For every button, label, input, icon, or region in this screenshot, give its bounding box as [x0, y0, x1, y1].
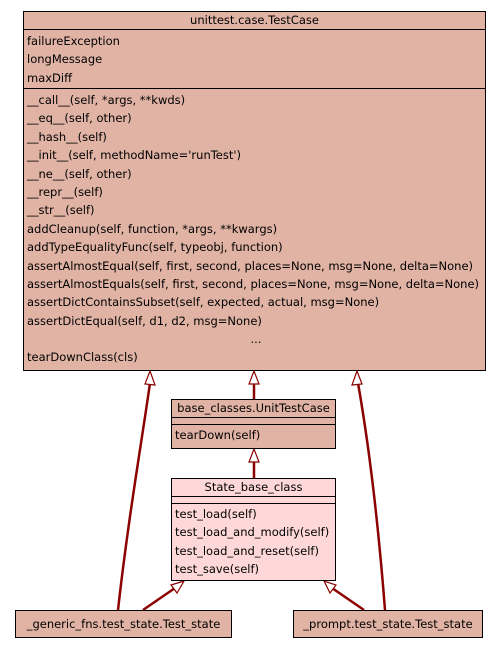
- method-section: tearDown(self): [172, 425, 335, 446]
- method: test_load(self): [175, 507, 257, 521]
- method: test_save(self): [175, 562, 260, 577]
- class-title: State_base_class: [172, 479, 335, 497]
- class-testcase[interactable]: unittest.case.TestCase failureException …: [23, 11, 486, 371]
- method: assertAlmostEquals(self, first, second, …: [27, 276, 480, 291]
- class-prompt-test-state[interactable]: _prompt.test_state.Test_state: [293, 610, 483, 638]
- arrowhead-prompt-testcase: [351, 369, 363, 386]
- method: __call__(self, *args, **kwds): [27, 93, 186, 107]
- attribute-section: failureException longMessage maxDiff: [24, 30, 485, 89]
- attribute-section: [172, 418, 335, 425]
- method-section: test_load(self) test_load_and_modify(sel…: [172, 504, 335, 581]
- class-state-base[interactable]: State_base_class test_load(self) test_lo…: [171, 478, 336, 581]
- method: __eq__(self, other): [27, 111, 132, 126]
- edge-prompt-to-testcase: [356, 382, 387, 611]
- method: __init__(self, methodName='runTest'): [27, 148, 242, 163]
- class-generic-test-state[interactable]: _generic_fns.test_state.Test_state: [15, 610, 232, 638]
- method: __hash__(self): [27, 129, 107, 144]
- method: tearDown(self): [175, 428, 261, 442]
- class-unittestcase[interactable]: base_classes.UnitTestCase tearDown(self): [171, 399, 336, 449]
- method: __ne__(self, other): [27, 166, 132, 181]
- class-title: unittest.case.TestCase: [24, 12, 485, 30]
- arrowhead-unittestcase-testcase: [248, 369, 260, 385]
- arrowhead-prompt-statebase: [322, 579, 337, 595]
- attribute: maxDiff: [27, 70, 73, 85]
- method: assertDictContainsSubset(self, expected,…: [27, 295, 380, 310]
- method: tearDownClass(cls): [27, 350, 138, 365]
- method-section: __call__(self, *args, **kwds) __eq__(sel…: [24, 89, 485, 369]
- class-title: base_classes.UnitTestCase: [172, 400, 335, 418]
- edge-generic-to-testcase: [116, 382, 152, 611]
- method: test_load_and_reset(self): [175, 543, 319, 558]
- class-title: _prompt.test_state.Test_state: [303, 617, 473, 631]
- method: test_load_and_modify(self): [175, 525, 330, 540]
- method: addTypeEqualityFunc(self, typeobj, funct…: [27, 240, 283, 255]
- arrowhead-statebase-unittestcase: [248, 447, 260, 463]
- method: assertDictEqual(self, d1, d2, msg=None): [27, 313, 262, 328]
- method: assertAlmostEqual(self, first, second, p…: [27, 258, 474, 273]
- edge-prompt-to-statebase: [331, 586, 365, 612]
- attribute-section: [172, 497, 335, 504]
- ellipsis: ...: [250, 332, 262, 347]
- attribute: longMessage: [27, 52, 103, 67]
- class-title: _generic_fns.test_state.Test_state: [26, 617, 221, 631]
- method: __str__(self): [27, 203, 95, 218]
- arrowhead-generic-testcase: [144, 369, 156, 386]
- attribute: failureException: [27, 34, 120, 48]
- edge-generic-to-statebase: [142, 586, 176, 612]
- method: addCleanup(self, function, *args, **kwar…: [27, 221, 278, 236]
- arrowhead-generic-statebase: [170, 579, 186, 595]
- method: __repr__(self): [27, 184, 103, 199]
